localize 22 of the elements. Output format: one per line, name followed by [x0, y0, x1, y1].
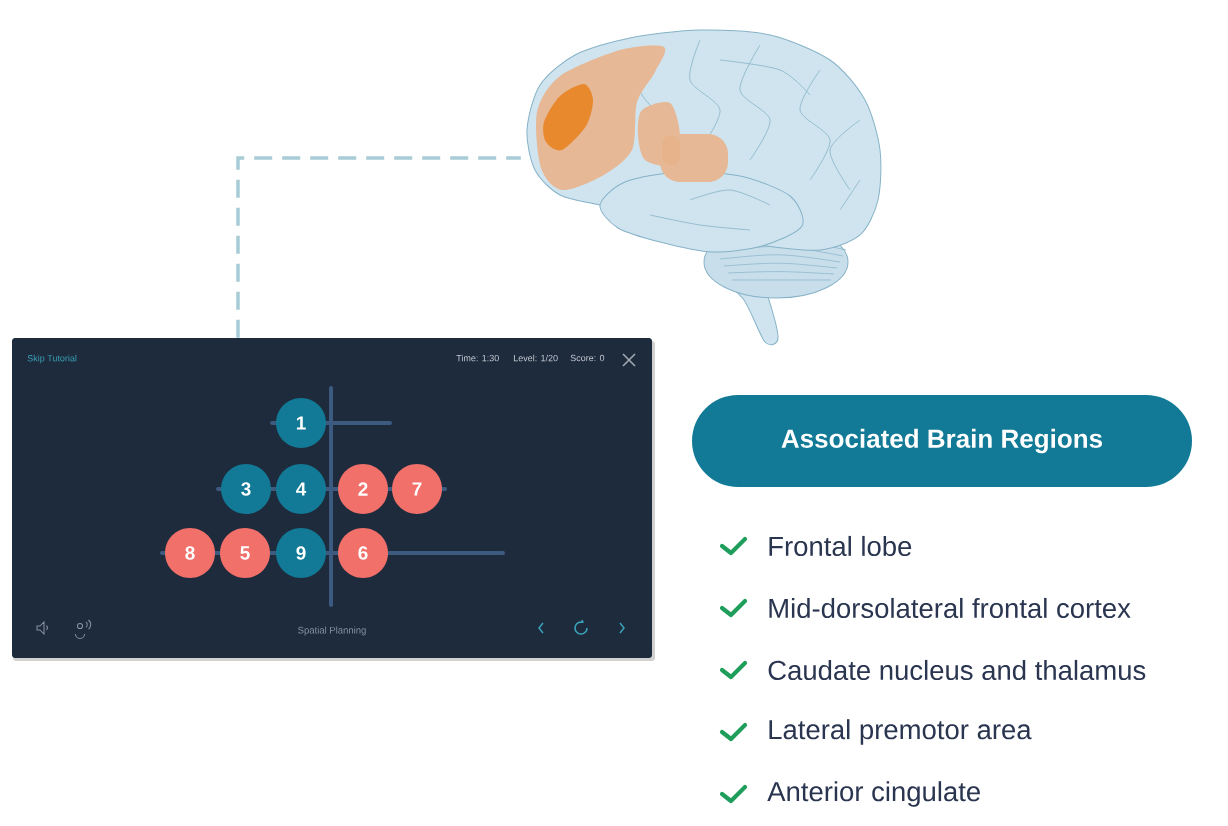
ball: 4 — [276, 464, 326, 514]
ball: 6 — [338, 528, 388, 578]
heading-pill: Associated Brain Regions — [692, 395, 1192, 487]
score-text: Score: 0 — [570, 354, 605, 362]
game-title: Spatial Planning — [298, 626, 366, 636]
ball: 7 — [392, 464, 442, 514]
ball: 1 — [276, 398, 326, 448]
level-text: Level: 1/20 — [513, 354, 558, 362]
timer-text: Time: 1:30 — [456, 354, 499, 362]
ball: 9 — [276, 528, 326, 578]
list-item: Frontal lobe — [769, 535, 912, 557]
ball: 8 — [165, 528, 215, 578]
list-item: Anterior cingulate — [767, 781, 980, 807]
list-item: Lateral premotor area — [769, 719, 1032, 745]
ball: 5 — [220, 528, 270, 578]
brain-drawing — [526, 29, 882, 346]
ball: 3 — [221, 464, 271, 514]
ball: 2 — [338, 464, 388, 514]
list-item: Mid-dorsolateral frontal cortex — [769, 597, 1131, 619]
skip-link: Skip Tutorial — [27, 354, 77, 364]
list-item: Caudate nucleus and thalamus — [768, 659, 1146, 681]
dashed-connector — [236, 156, 521, 338]
